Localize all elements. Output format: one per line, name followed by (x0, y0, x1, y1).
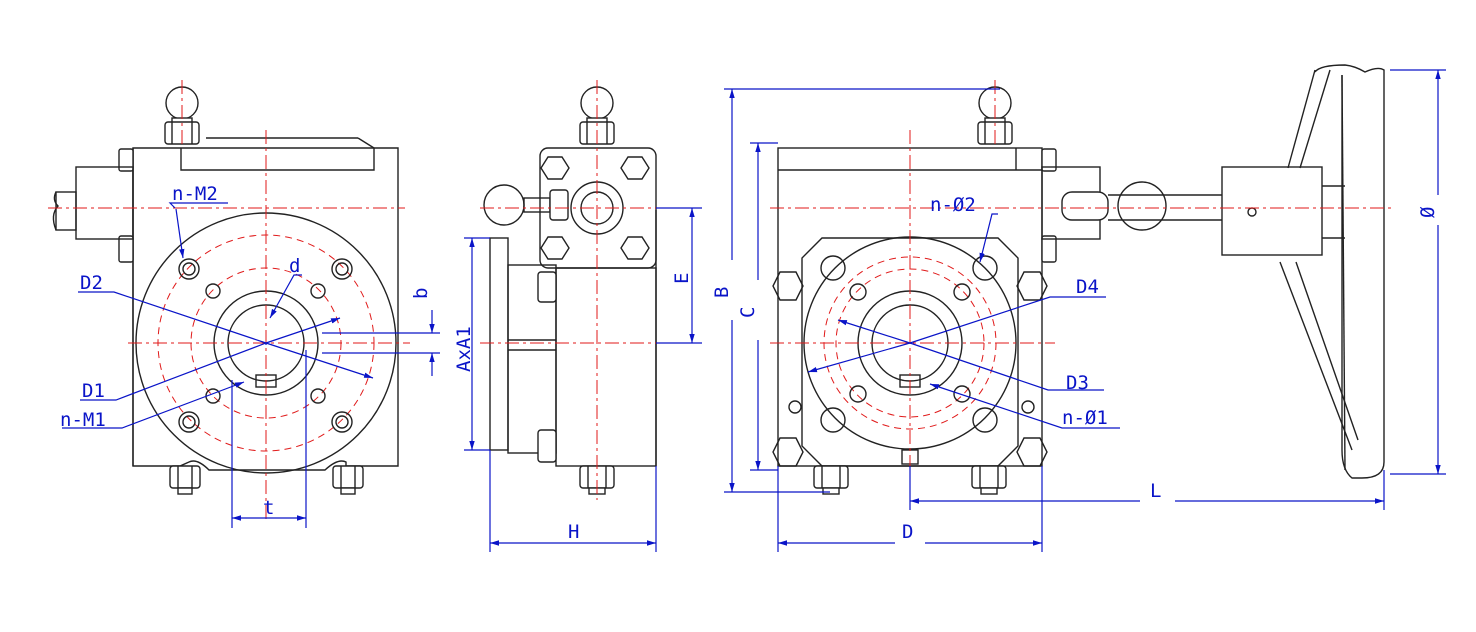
label-e: E (671, 273, 693, 284)
label-dim-c: C (737, 307, 759, 318)
label-n-m2: n-M2 (172, 183, 218, 205)
rear-bolt-holes (820, 255, 998, 433)
label-dim-d: D (902, 521, 913, 543)
label-d1: D1 (82, 380, 105, 402)
front-bottom-bolts (169, 465, 364, 495)
label-d3: D3 (1066, 372, 1089, 394)
label-t: t (263, 497, 274, 519)
rear-handwheel (1061, 64, 1385, 479)
front-input-boss (52, 148, 134, 263)
front-bolt-holes (178, 258, 353, 433)
rear-dimensions (724, 69, 1446, 552)
label-n-o2: n-Ø2 (930, 194, 976, 216)
label-small-d: d (289, 255, 300, 277)
front-housing (132, 147, 399, 471)
front-view: n-M2 D2 d b D1 n-M1 t (48, 80, 440, 528)
label-b-key: b (410, 288, 432, 299)
label-n-m1: n-M1 (60, 409, 106, 431)
label-n-o1: n-Ø1 (1062, 407, 1108, 429)
front-dimensions (62, 202, 440, 528)
rear-view: B C n-Ø2 D4 D3 n-Ø1 D L Ø (711, 64, 1446, 552)
label-d2: D2 (80, 272, 103, 294)
label-d4: D4 (1076, 276, 1099, 298)
front-top-knob (164, 86, 200, 145)
label-phi: Ø (1417, 206, 1439, 218)
side-mounting-flange (489, 237, 509, 451)
side-view: AxA1 E H (453, 80, 702, 552)
label-dim-l: L (1150, 480, 1161, 502)
label-axa1: AxA1 (453, 326, 475, 372)
side-dimensions (464, 207, 702, 552)
label-dim-b: B (711, 287, 733, 298)
label-h: H (568, 521, 579, 543)
